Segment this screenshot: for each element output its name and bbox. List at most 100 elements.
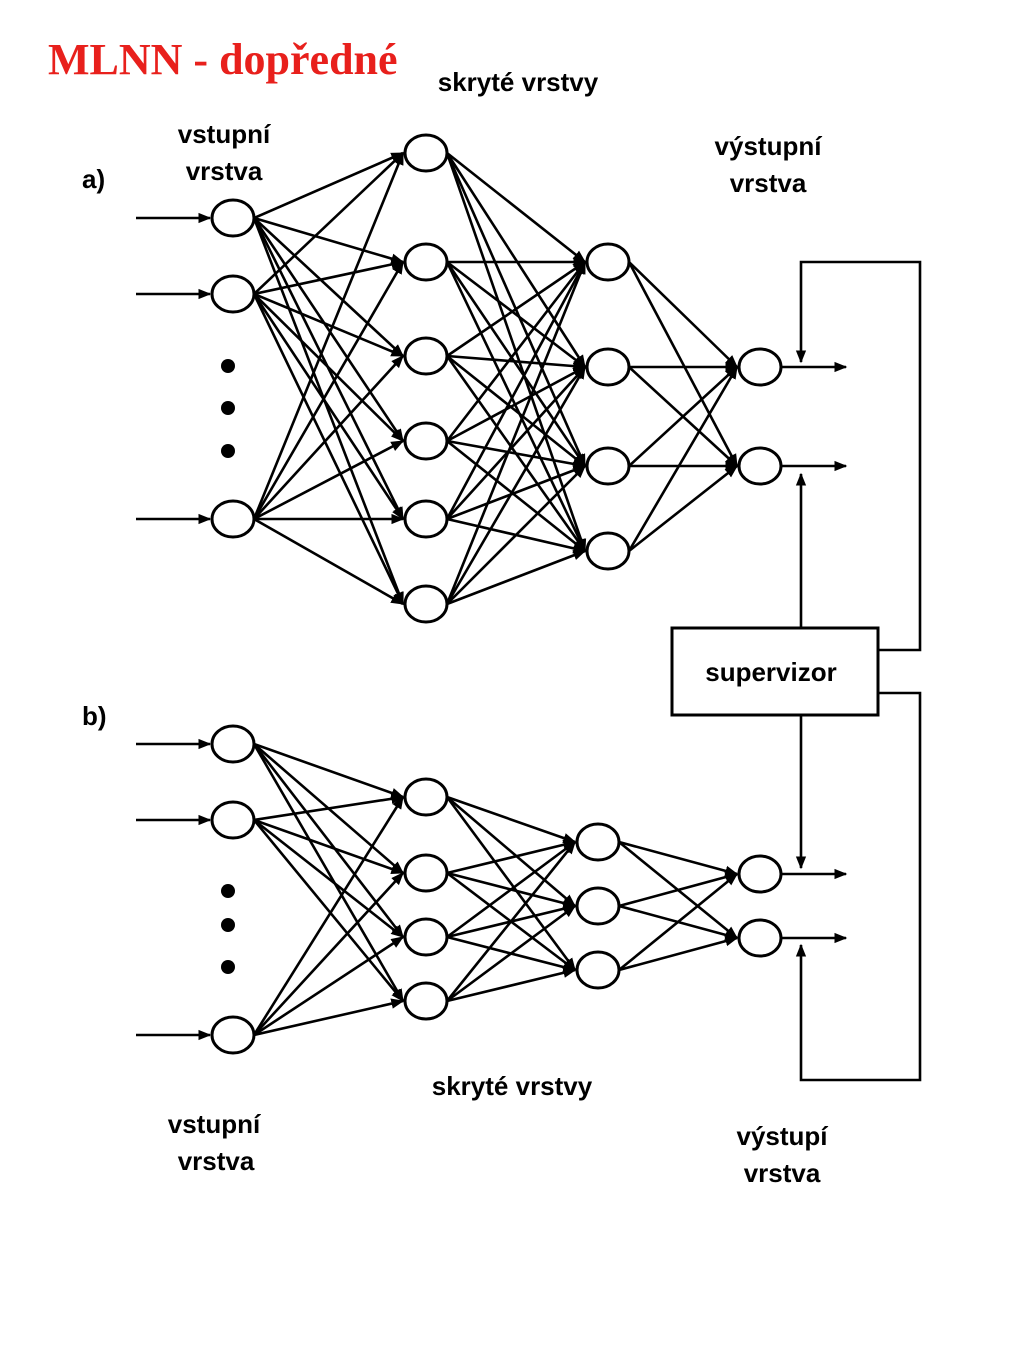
net-a-neuron-l1-n4 (403, 499, 449, 539)
net-b-neuron-l1-n3 (403, 981, 449, 1021)
network-a-input-label-line2: vrstva (186, 156, 263, 186)
net-a-edge-l1-n5-to-l2-n2 (446, 465, 586, 605)
net-b-neuron-l1-n0 (403, 777, 449, 817)
net-b-neuron-l1-n2 (403, 917, 449, 957)
net-b-edge-l1-n3-to-l2-n0 (445, 840, 577, 1002)
net-b-edge-l1-n2-to-l2-n0 (446, 840, 577, 939)
net-a-neuron-l3-n1 (737, 446, 783, 486)
net-a-neuron-l2-n2 (585, 446, 631, 486)
ellipsis-dot (221, 884, 235, 898)
supervisor-feed-bottom (795, 691, 922, 1082)
net-b-edge-l0-n1-to-l1-n0 (253, 793, 405, 822)
net-a-edge-l1-n5-to-l2-n1 (445, 365, 587, 605)
net-a-edge-l1-n1-to-l2-n2 (445, 261, 587, 468)
net-a-neuron-l3-n0 (737, 347, 783, 387)
net-a-edge-l0-n2-to-l1-n2 (253, 355, 404, 520)
net-b-edge-l0-n1-to-l1-n3 (252, 819, 405, 1003)
page-title: MLNN - dopředné (48, 35, 398, 84)
network-b-input-label-line2: vrstva (178, 1146, 255, 1176)
net-a-edge-l0-n0-to-l1-n0 (253, 151, 405, 220)
net-b-edge-l0-n0-to-l1-n0 (253, 742, 405, 799)
net-b-edge-l1-n3-to-l2-n2 (446, 967, 577, 1003)
net-b-edge-l0-n1-to-l1-n2 (253, 818, 405, 939)
neuron-layer (210, 133, 783, 1055)
net-a-neuron-l2-n1 (585, 347, 631, 387)
net-a-edge-l0-n0-to-l1-n2 (253, 217, 404, 357)
net-a-neuron-l1-n0 (403, 133, 449, 173)
ellipsis-dot (221, 918, 235, 932)
net-a-edge-l0-n0-to-l1-n1 (253, 216, 405, 264)
net-a-neuron-l0-n2 (210, 499, 256, 539)
net-a-neuron-l0-n1 (210, 274, 256, 314)
net-a-edge-l1-n3-to-l2-n2 (446, 439, 587, 470)
net-a-edge-l1-n5-to-l2-n3 (446, 549, 587, 606)
net-a-edge-l1-n0-to-l2-n0 (446, 151, 587, 264)
network-b-input-label-line1: vstupní (168, 1109, 261, 1139)
net-a-edge-l2-n3-to-l3-n0 (627, 365, 739, 552)
net-b-edge-l0-n1-to-l1-n1 (253, 818, 405, 875)
connection-layer (136, 151, 848, 1041)
net-a-edge-l0-n1-to-l1-n1 (253, 259, 405, 296)
ellipsis-dot (221, 960, 235, 974)
net-a-edge-l1-n4-to-l2-n0 (445, 260, 587, 520)
net-a-edge-l0-n1-to-l1-n5 (252, 293, 405, 606)
network-b-output-label-line2: vrstva (744, 1158, 821, 1188)
net-a-neuron-l1-n5 (403, 584, 449, 624)
net-a-edge-l1-n1-to-l2-n3 (445, 261, 587, 553)
net-a-edge-l1-n2-to-l2-n0 (446, 260, 587, 358)
net-a-neuron-l1-n1 (403, 242, 449, 282)
supervisor-box (670, 626, 880, 717)
net-b-edge-l1-n3-to-l2-n1 (446, 904, 577, 1003)
net-a-edge-l1-n1-to-l2-n1 (446, 260, 587, 369)
net-b-neuron-l3-n0 (737, 854, 783, 894)
net-b-edge-l0-n2-to-l1-n1 (253, 872, 404, 1036)
net-a-edge-l1-n5-to-l2-n0 (445, 260, 587, 605)
network-b-output-label-line1: výstupí (736, 1121, 828, 1151)
net-b-edge-l0-n2-to-l1-n2 (253, 935, 405, 1037)
net-a-edge-l1-n2-to-l2-n2 (446, 354, 587, 468)
network-b-ellipsis (221, 884, 235, 974)
net-b-edge-l0-n2-to-l1-n3 (253, 998, 405, 1037)
net-b-neuron-l2-n0 (575, 822, 621, 862)
network-a-input-label-line1: vstupní (178, 119, 271, 149)
net-b-edge-l1-n1-to-l2-n0 (446, 839, 577, 875)
net-b-neuron-l0-n2 (210, 1015, 256, 1055)
ellipsis-dot (221, 444, 235, 458)
net-a-edge-l0-n0-to-l1-n3 (252, 217, 405, 443)
network-a-output-label-line2: vrstva (730, 168, 807, 198)
net-b-edge-l2-n1-to-l3-n0 (618, 872, 739, 908)
net-b-neuron-l2-n1 (575, 886, 621, 926)
network-b-tag: b) (82, 701, 107, 731)
net-a-edge-l0-n1-to-l1-n2 (253, 292, 405, 358)
net-a-neuron-l2-n3 (585, 531, 631, 571)
net-a-edge-l2-n3-to-l3-n1 (628, 464, 739, 553)
net-a-edge-l1-n3-to-l2-n1 (446, 365, 587, 443)
net-a-edge-l1-n0-to-l2-n1 (445, 152, 587, 369)
net-a-edge-l0-n0-to-l1-n5 (252, 217, 405, 606)
net-a-neuron-l1-n2 (403, 336, 449, 376)
net-b-neuron-l1-n1 (403, 853, 449, 893)
net-b-edge-l2-n0-to-l3-n0 (618, 840, 739, 876)
supervisor-label: supervizor (705, 657, 837, 687)
network-a-tag: a) (82, 164, 105, 194)
net-b-edge-l0-n0-to-l1-n3 (252, 743, 405, 1003)
supervisor-wiring (795, 260, 922, 1082)
net-b-edge-l0-n0-to-l1-n2 (252, 743, 405, 939)
net-a-edge-l2-n0-to-l3-n1 (627, 261, 739, 468)
ellipsis-dot (221, 359, 235, 373)
net-a-edge-l2-n2-to-l3-n0 (628, 366, 738, 467)
net-a-edge-l2-n0-to-l3-n0 (628, 261, 738, 368)
net-a-edge-l0-n1-to-l1-n3 (253, 293, 404, 442)
network-b-hidden-label: skryté vrstvy (432, 1071, 593, 1101)
net-b-edge-l2-n2-to-l3-n1 (618, 936, 739, 972)
net-b-edge-l1-n0-to-l2-n1 (446, 796, 576, 907)
net-a-edge-l0-n1-to-l1-n4 (252, 293, 405, 521)
net-b-edge-l1-n0-to-l2-n2 (445, 796, 577, 972)
net-a-edge-l0-n1-to-l1-n0 (253, 152, 404, 295)
net-b-neuron-l2-n2 (575, 950, 621, 990)
net-a-edge-l1-n4-to-l2-n2 (446, 464, 587, 521)
supervisor-feed-top (795, 260, 922, 652)
net-b-edge-l1-n0-to-l2-n0 (446, 795, 577, 844)
net-a-edge-l1-n3-to-l2-n0 (445, 260, 587, 442)
